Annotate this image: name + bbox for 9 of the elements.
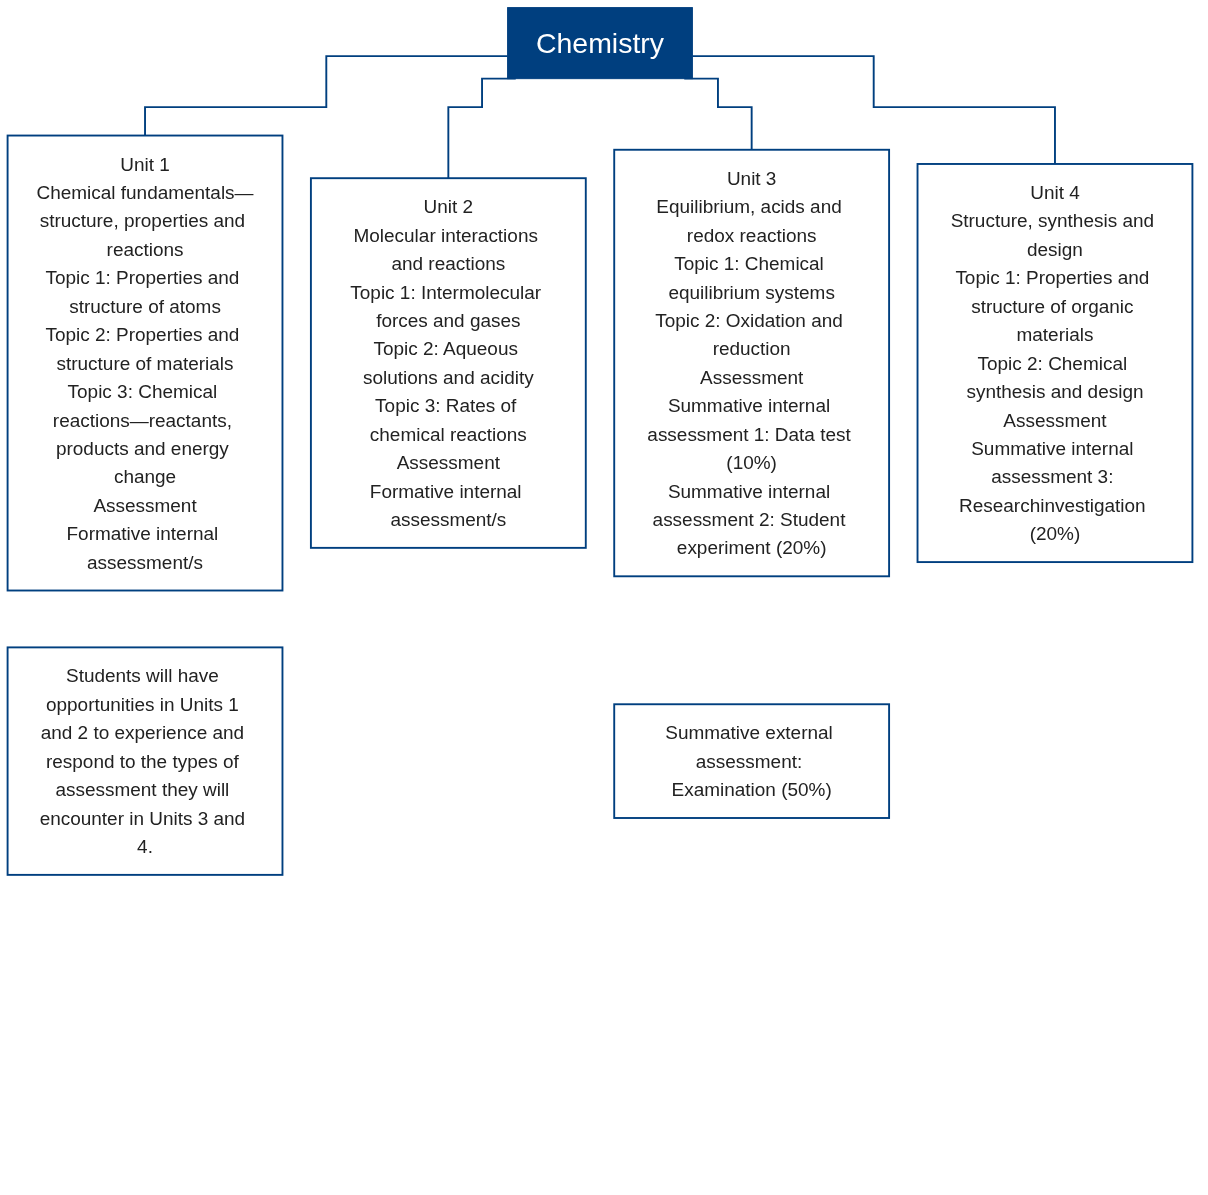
connector	[691, 55, 1056, 165]
node-box: Chemistry	[507, 7, 693, 80]
node-box: Unit 2 Molecular interactions and reactions Topic 1: Intermolecular forces and gases Topic 2: Aqueous solutions and acidity Topic 3: Rates of chemical reactions Assessment Formative internal assessment/s	[309, 177, 587, 549]
node-box: Unit 4 Structure, synthesis and design Topic 1: Properties and structure of organic materials Topic 2: Chemical synthesis and design Assessment Summative internal assessment 3: Researchinvestigation (20%)	[916, 163, 1194, 564]
node-box: Unit 3 Equilibrium, acids and redox reactions Topic 1: Chemical equilibrium systems Topic 2: Oxidation and reduction Assessment Summative internal assessment 1: Data test (10%) Summative internal assessment 2: Student experiment (20%)	[613, 148, 891, 578]
node-box: Students will have opportunities in Units 1 and 2 to experience and respond to the types of assessment they will encounter in Units 3 and 4.	[6, 646, 284, 876]
connector	[144, 55, 509, 137]
node-box: Summative external assessment: Examination (50%)	[613, 703, 891, 819]
node-box: Unit 1 Chemical fundamentals—structure, properties and reactions Topic 1: Properties and structure of atoms Topic 2: Properties and structure of materials Topic 3: Chemical reactions—reactants, products and energy change Assessment Formative internal assessment/s	[6, 134, 284, 592]
